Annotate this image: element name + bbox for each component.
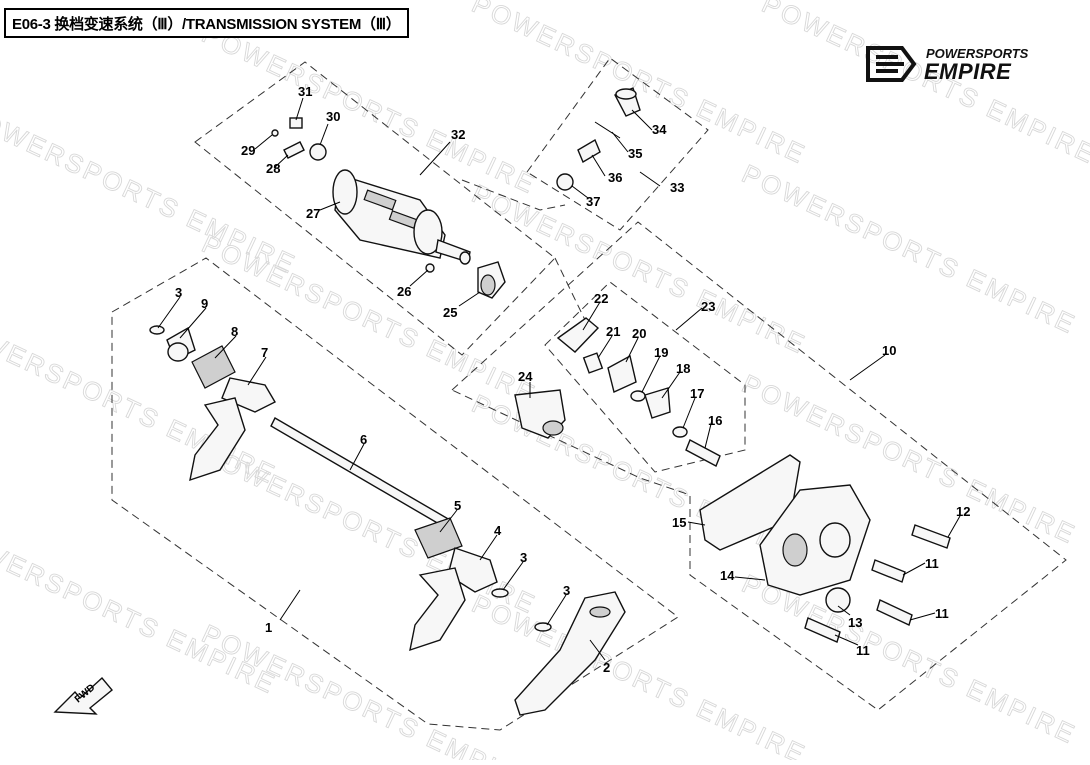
callout-7: 7 xyxy=(261,345,268,360)
ball-37 xyxy=(556,173,574,191)
group-box-1 xyxy=(111,257,679,731)
shift-fork-assembly xyxy=(149,325,626,716)
watermark-text: POWERSPORTS EMPIRE xyxy=(467,0,811,170)
brand-top: POWERSPORTS xyxy=(926,46,1029,61)
connector-line xyxy=(554,257,586,321)
shift-segment-assembly xyxy=(514,317,721,467)
group-box-23 xyxy=(544,281,746,473)
fwd-arrow: FWD xyxy=(53,676,113,715)
cover-assembly xyxy=(699,454,951,643)
callout-9: 9 xyxy=(201,296,208,311)
seal-13 xyxy=(825,587,851,613)
leader-lines xyxy=(157,97,961,661)
bolt-16 xyxy=(685,439,721,467)
callout-27: 27 xyxy=(306,206,320,221)
washer-19 xyxy=(630,390,646,402)
callout-33: 33 xyxy=(670,180,684,195)
group-box-33 xyxy=(526,57,709,231)
connector-line xyxy=(461,179,566,211)
bolt-31 xyxy=(289,117,303,129)
ring-3a xyxy=(149,325,165,335)
diagram-title-box: E06-3 换档变速系统（Ⅲ）/TRANSMISSION SYSTEM（Ⅲ） xyxy=(4,8,409,38)
callout-13: 13 xyxy=(848,615,862,630)
callout-34: 34 xyxy=(652,122,667,137)
ring-3c xyxy=(534,622,552,632)
callout-11: 11 xyxy=(856,643,870,658)
cover-14 xyxy=(759,484,871,596)
ring-35 xyxy=(594,121,621,139)
empire-logo-icon xyxy=(866,46,917,82)
callout-1: 1 xyxy=(265,620,272,635)
callout-5: 5 xyxy=(454,498,461,513)
callout-24: 24 xyxy=(518,369,533,384)
watermark-text: POWERSPORTS EMPIRE xyxy=(197,18,541,200)
group-box-10 xyxy=(451,221,1067,711)
spring-5 xyxy=(414,517,463,559)
callout-31: 31 xyxy=(298,84,312,99)
callouts: 3 9 8 7 6 5 4 3 3 2 1 10 12 11 11 11 13 … xyxy=(175,84,970,675)
callout-3: 3 xyxy=(520,550,527,565)
callout-29: 29 xyxy=(241,143,255,158)
callout-10: 10 xyxy=(882,343,896,358)
callout-22: 22 xyxy=(594,291,608,306)
spring-8 xyxy=(191,345,236,389)
spring-28 xyxy=(283,141,305,159)
bolt-11c xyxy=(804,617,841,643)
watermark-text: POWERSPORTS EMPIRE xyxy=(737,158,1081,340)
callout-25: 25 xyxy=(443,305,457,320)
watermark-text: POWERSPORTS EMPIRE xyxy=(467,588,811,760)
callout-37: 37 xyxy=(586,194,600,209)
callout-23: 23 xyxy=(701,299,715,314)
callout-26: 26 xyxy=(397,284,411,299)
shift-drum-assembly xyxy=(271,117,506,299)
callout-4: 4 xyxy=(494,523,502,538)
sleeve-21 xyxy=(582,352,604,374)
brand-logo: POWERSPORTS EMPIRE xyxy=(862,42,1062,86)
callout-18: 18 xyxy=(676,361,690,376)
plate-22 xyxy=(556,317,600,353)
callout-3: 3 xyxy=(563,583,570,598)
brand-bottom: EMPIRE xyxy=(924,59,1012,84)
callout-11: 11 xyxy=(935,606,949,621)
callout-28: 28 xyxy=(266,161,280,176)
callout-30: 30 xyxy=(326,109,340,124)
callout-14: 14 xyxy=(720,568,735,583)
bolt-12 xyxy=(911,524,951,549)
bolt-11a xyxy=(871,559,906,583)
gear-20 xyxy=(607,354,637,393)
callout-12: 12 xyxy=(956,504,970,519)
spring-36 xyxy=(577,138,601,164)
callout-16: 16 xyxy=(708,413,722,428)
callout-21: 21 xyxy=(606,324,620,339)
bolt-11b xyxy=(876,599,913,626)
callout-20: 20 xyxy=(632,326,646,341)
callout-35: 35 xyxy=(628,146,642,161)
screw-29 xyxy=(271,129,279,137)
watermark-text: POWERSPORTS EMPIRE xyxy=(737,568,1081,750)
ring-3b xyxy=(491,588,509,598)
callout-3: 3 xyxy=(175,285,182,300)
watermark-text: POWERSPORTS EMPIRE xyxy=(0,518,281,700)
callout-11: 11 xyxy=(925,556,939,571)
callout-6: 6 xyxy=(360,432,367,447)
callout-19: 19 xyxy=(654,345,668,360)
callout-36: 36 xyxy=(608,170,622,185)
callout-15: 15 xyxy=(672,515,686,530)
callout-8: 8 xyxy=(231,324,238,339)
lever-2 xyxy=(514,591,626,716)
detent-assembly xyxy=(556,87,641,191)
callout-17: 17 xyxy=(690,386,704,401)
washer-17 xyxy=(672,426,688,438)
diagram-title: E06-3 换档变速系统（Ⅲ）/TRANSMISSION SYSTEM（Ⅲ） xyxy=(12,15,401,33)
callout-32: 32 xyxy=(451,127,465,142)
washer-30 xyxy=(309,143,327,161)
callout-2: 2 xyxy=(603,660,610,675)
